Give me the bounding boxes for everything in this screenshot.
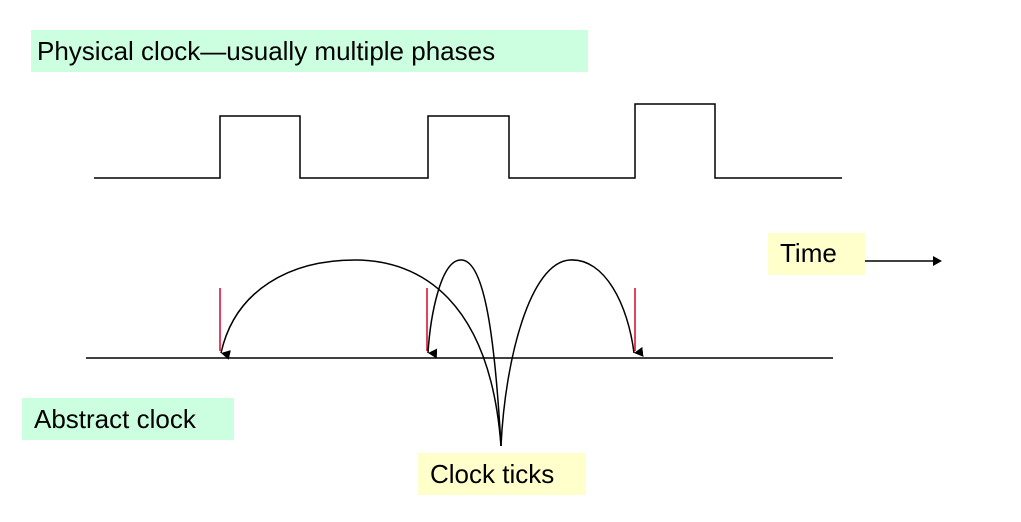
time-label: Time — [768, 233, 865, 275]
tick-pointer-curve-1 — [220, 259, 502, 447]
clock-ticks-label: Clock ticks — [418, 453, 586, 495]
physical-clock-label: Physical clock—usually multiple phases — [31, 30, 588, 72]
physical-clock-waveform — [94, 103, 842, 179]
arrow-right-icon — [860, 256, 942, 266]
abstract-clock-label: Abstract clock — [22, 398, 234, 440]
tick-pointer-curve-2 — [427, 259, 502, 447]
tick-pointer-curve-3 — [500, 259, 644, 447]
